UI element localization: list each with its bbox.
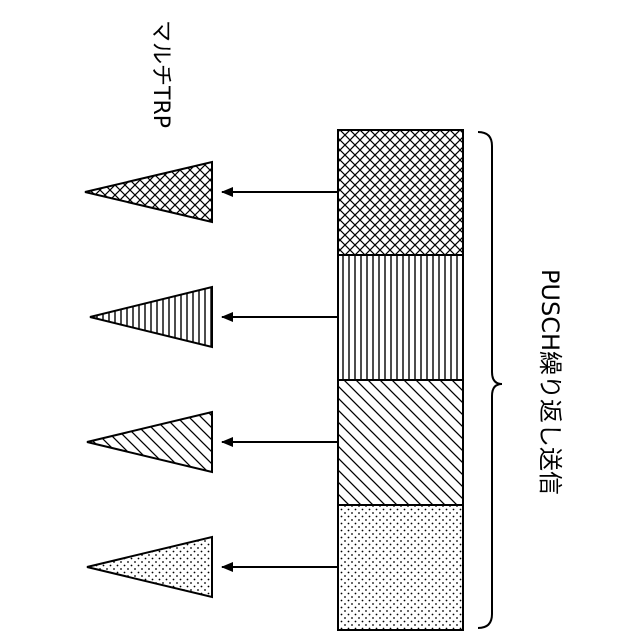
pusch-repetition-label: PUSCH繰り返し送信 (533, 232, 567, 532)
repetition-block-2 (338, 255, 463, 380)
repetition-block-1 (338, 130, 463, 255)
trp-beam-3 (87, 412, 212, 472)
pusch-repetition-bar (338, 130, 463, 630)
trp-beam-4 (87, 537, 212, 597)
trp-beams (85, 162, 212, 597)
arrows (222, 192, 338, 567)
repetition-block-4 (338, 505, 463, 630)
repetition-brace (478, 132, 502, 628)
repetition-block-3 (338, 380, 463, 505)
trp-beam-2 (90, 287, 212, 347)
trp-beam-1 (85, 162, 212, 222)
multi-trp-label: マルチTRP (146, 14, 174, 134)
